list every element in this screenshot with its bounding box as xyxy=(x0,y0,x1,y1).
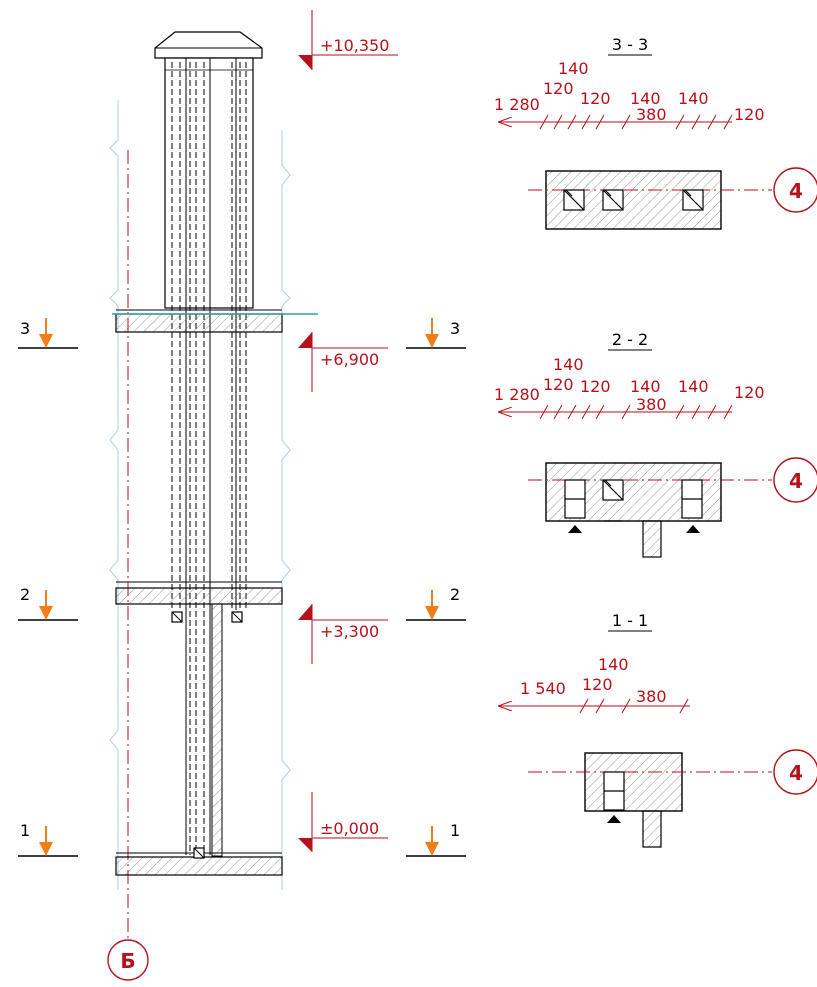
elevation-view: Б xyxy=(107,31,318,981)
elevation-marks: +10,350 +6,900 +3,300 ±0,000 xyxy=(298,10,398,852)
svg-text:140: 140 xyxy=(558,59,589,78)
axis-label-b: Б xyxy=(120,949,135,973)
axis-bubble-4-s2 xyxy=(773,457,817,503)
svg-text:140: 140 xyxy=(678,377,709,396)
section-2-title: 2 - 2 xyxy=(612,330,648,349)
svg-text:+3,300: +3,300 xyxy=(320,622,379,641)
svg-text:1: 1 xyxy=(20,821,30,840)
svg-text:140: 140 xyxy=(598,655,629,674)
svg-text:2: 2 xyxy=(20,585,30,604)
svg-text:±0,000: ±0,000 xyxy=(320,819,379,838)
svg-text:120: 120 xyxy=(543,79,574,98)
section-2-2: 2 - 2 1 280 140 120 120 140 380 140 120 xyxy=(494,330,817,558)
axis-bubble-4-s3 xyxy=(773,167,817,213)
svg-text:+10,350: +10,350 xyxy=(320,36,389,55)
axis-bubble-b xyxy=(107,939,149,981)
svg-text:+6,900: +6,900 xyxy=(320,350,379,369)
svg-text:120: 120 xyxy=(543,375,574,394)
svg-text:380: 380 xyxy=(636,105,667,124)
section-3-3: 3 - 3 1 280 140 120 120 140 380 140 120 … xyxy=(494,35,817,230)
cut-marker-2-left: 2 xyxy=(18,585,78,621)
wall-below-level-2 xyxy=(211,603,223,857)
axis-label-4-s2: 4 xyxy=(789,469,803,493)
section-1-block xyxy=(584,752,683,812)
slab-level-2 xyxy=(115,587,283,605)
svg-text:120: 120 xyxy=(580,89,611,108)
section-1-flue xyxy=(603,771,625,811)
cut-marker-3-left: 3 xyxy=(18,318,78,349)
ghost-wall-left xyxy=(109,100,119,890)
section-2-flues xyxy=(564,479,703,522)
svg-text:1 280: 1 280 xyxy=(494,95,540,114)
axis-label-4-s1: 4 xyxy=(789,761,803,785)
svg-text:3: 3 xyxy=(450,319,460,338)
elevation-mark-level-3: +6,900 xyxy=(298,332,388,392)
svg-text:1 540: 1 540 xyxy=(520,679,566,698)
flue-channels xyxy=(171,62,247,855)
section-1-stub xyxy=(642,810,662,848)
section-3-title: 3 - 3 xyxy=(612,35,648,54)
svg-text:3: 3 xyxy=(20,319,30,338)
svg-text:140: 140 xyxy=(678,89,709,108)
cut-marker-1-right: 1 xyxy=(406,821,466,857)
svg-text:140: 140 xyxy=(553,355,584,374)
section-1-title: 1 - 1 xyxy=(612,611,648,630)
flue-solid-lines xyxy=(185,58,237,855)
cut-marker-3-right: 3 xyxy=(406,318,466,349)
section-1-1: 1 - 1 1 540 140 120 380 4 xyxy=(498,611,817,848)
svg-text:1 280: 1 280 xyxy=(494,385,540,404)
cut-marker-2-right: 2 xyxy=(406,585,466,621)
section-3-flues xyxy=(563,189,704,211)
svg-text:380: 380 xyxy=(636,395,667,414)
cut-marker-1-left: 1 xyxy=(18,821,78,857)
svg-text:120: 120 xyxy=(580,377,611,396)
section-2-stub xyxy=(642,520,662,558)
ghost-wall-right xyxy=(281,130,291,890)
svg-text:1: 1 xyxy=(450,821,460,840)
elevation-mark-top: +10,350 xyxy=(298,10,398,70)
elevation-mark-ground: ±0,000 xyxy=(298,792,388,852)
chimney-cap xyxy=(154,31,263,59)
svg-text:120: 120 xyxy=(582,675,613,694)
elevation-mark-level-2: +3,300 xyxy=(298,604,388,664)
axis-label-4-s3: 4 xyxy=(789,179,803,203)
axis-bubble-4-s1 xyxy=(773,749,817,795)
svg-text:140: 140 xyxy=(630,89,661,108)
svg-text:120: 120 xyxy=(734,383,765,402)
cut-markers: 3 3 2 2 1 xyxy=(18,318,466,857)
svg-text:380: 380 xyxy=(636,687,667,706)
svg-text:120: 120 xyxy=(734,105,765,124)
svg-text:2: 2 xyxy=(450,585,460,604)
slab-level-3 xyxy=(115,313,283,333)
svg-text:140: 140 xyxy=(630,377,661,396)
slab-ground xyxy=(115,856,283,876)
